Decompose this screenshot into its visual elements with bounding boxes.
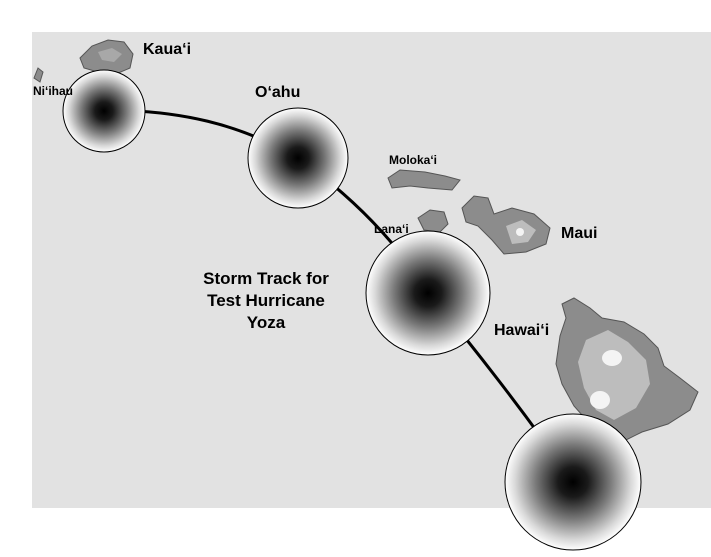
- kauai-island: [79, 39, 134, 75]
- storm-position-3: [365, 230, 491, 356]
- storm-position-2: [247, 107, 349, 209]
- label-maui: Maui: [561, 225, 597, 242]
- maui-island: [461, 195, 551, 255]
- lanai-island: [417, 209, 449, 233]
- map-title-line-1: Storm Track for: [203, 269, 329, 288]
- label-kauai: Kaua‘i: [143, 41, 191, 58]
- storm-position-1: [62, 69, 146, 153]
- molokai-island: [387, 169, 461, 191]
- label-oahu: O‘ahu: [255, 84, 300, 101]
- storm-position-4: [504, 413, 642, 551]
- label-lanai: Lana‘i: [374, 222, 409, 236]
- label-molokai: Moloka‘i: [389, 153, 437, 167]
- niihau-island: [33, 67, 44, 83]
- storm-track-line: [103, 108, 575, 483]
- map-title-line-2: Test Hurricane: [207, 291, 325, 310]
- hawaii-island: [555, 297, 699, 441]
- label-hawaii: Hawai‘i: [494, 322, 549, 339]
- map-title-line-3: Yoza: [247, 313, 286, 332]
- label-niihau: Ni‘ihau: [33, 84, 73, 98]
